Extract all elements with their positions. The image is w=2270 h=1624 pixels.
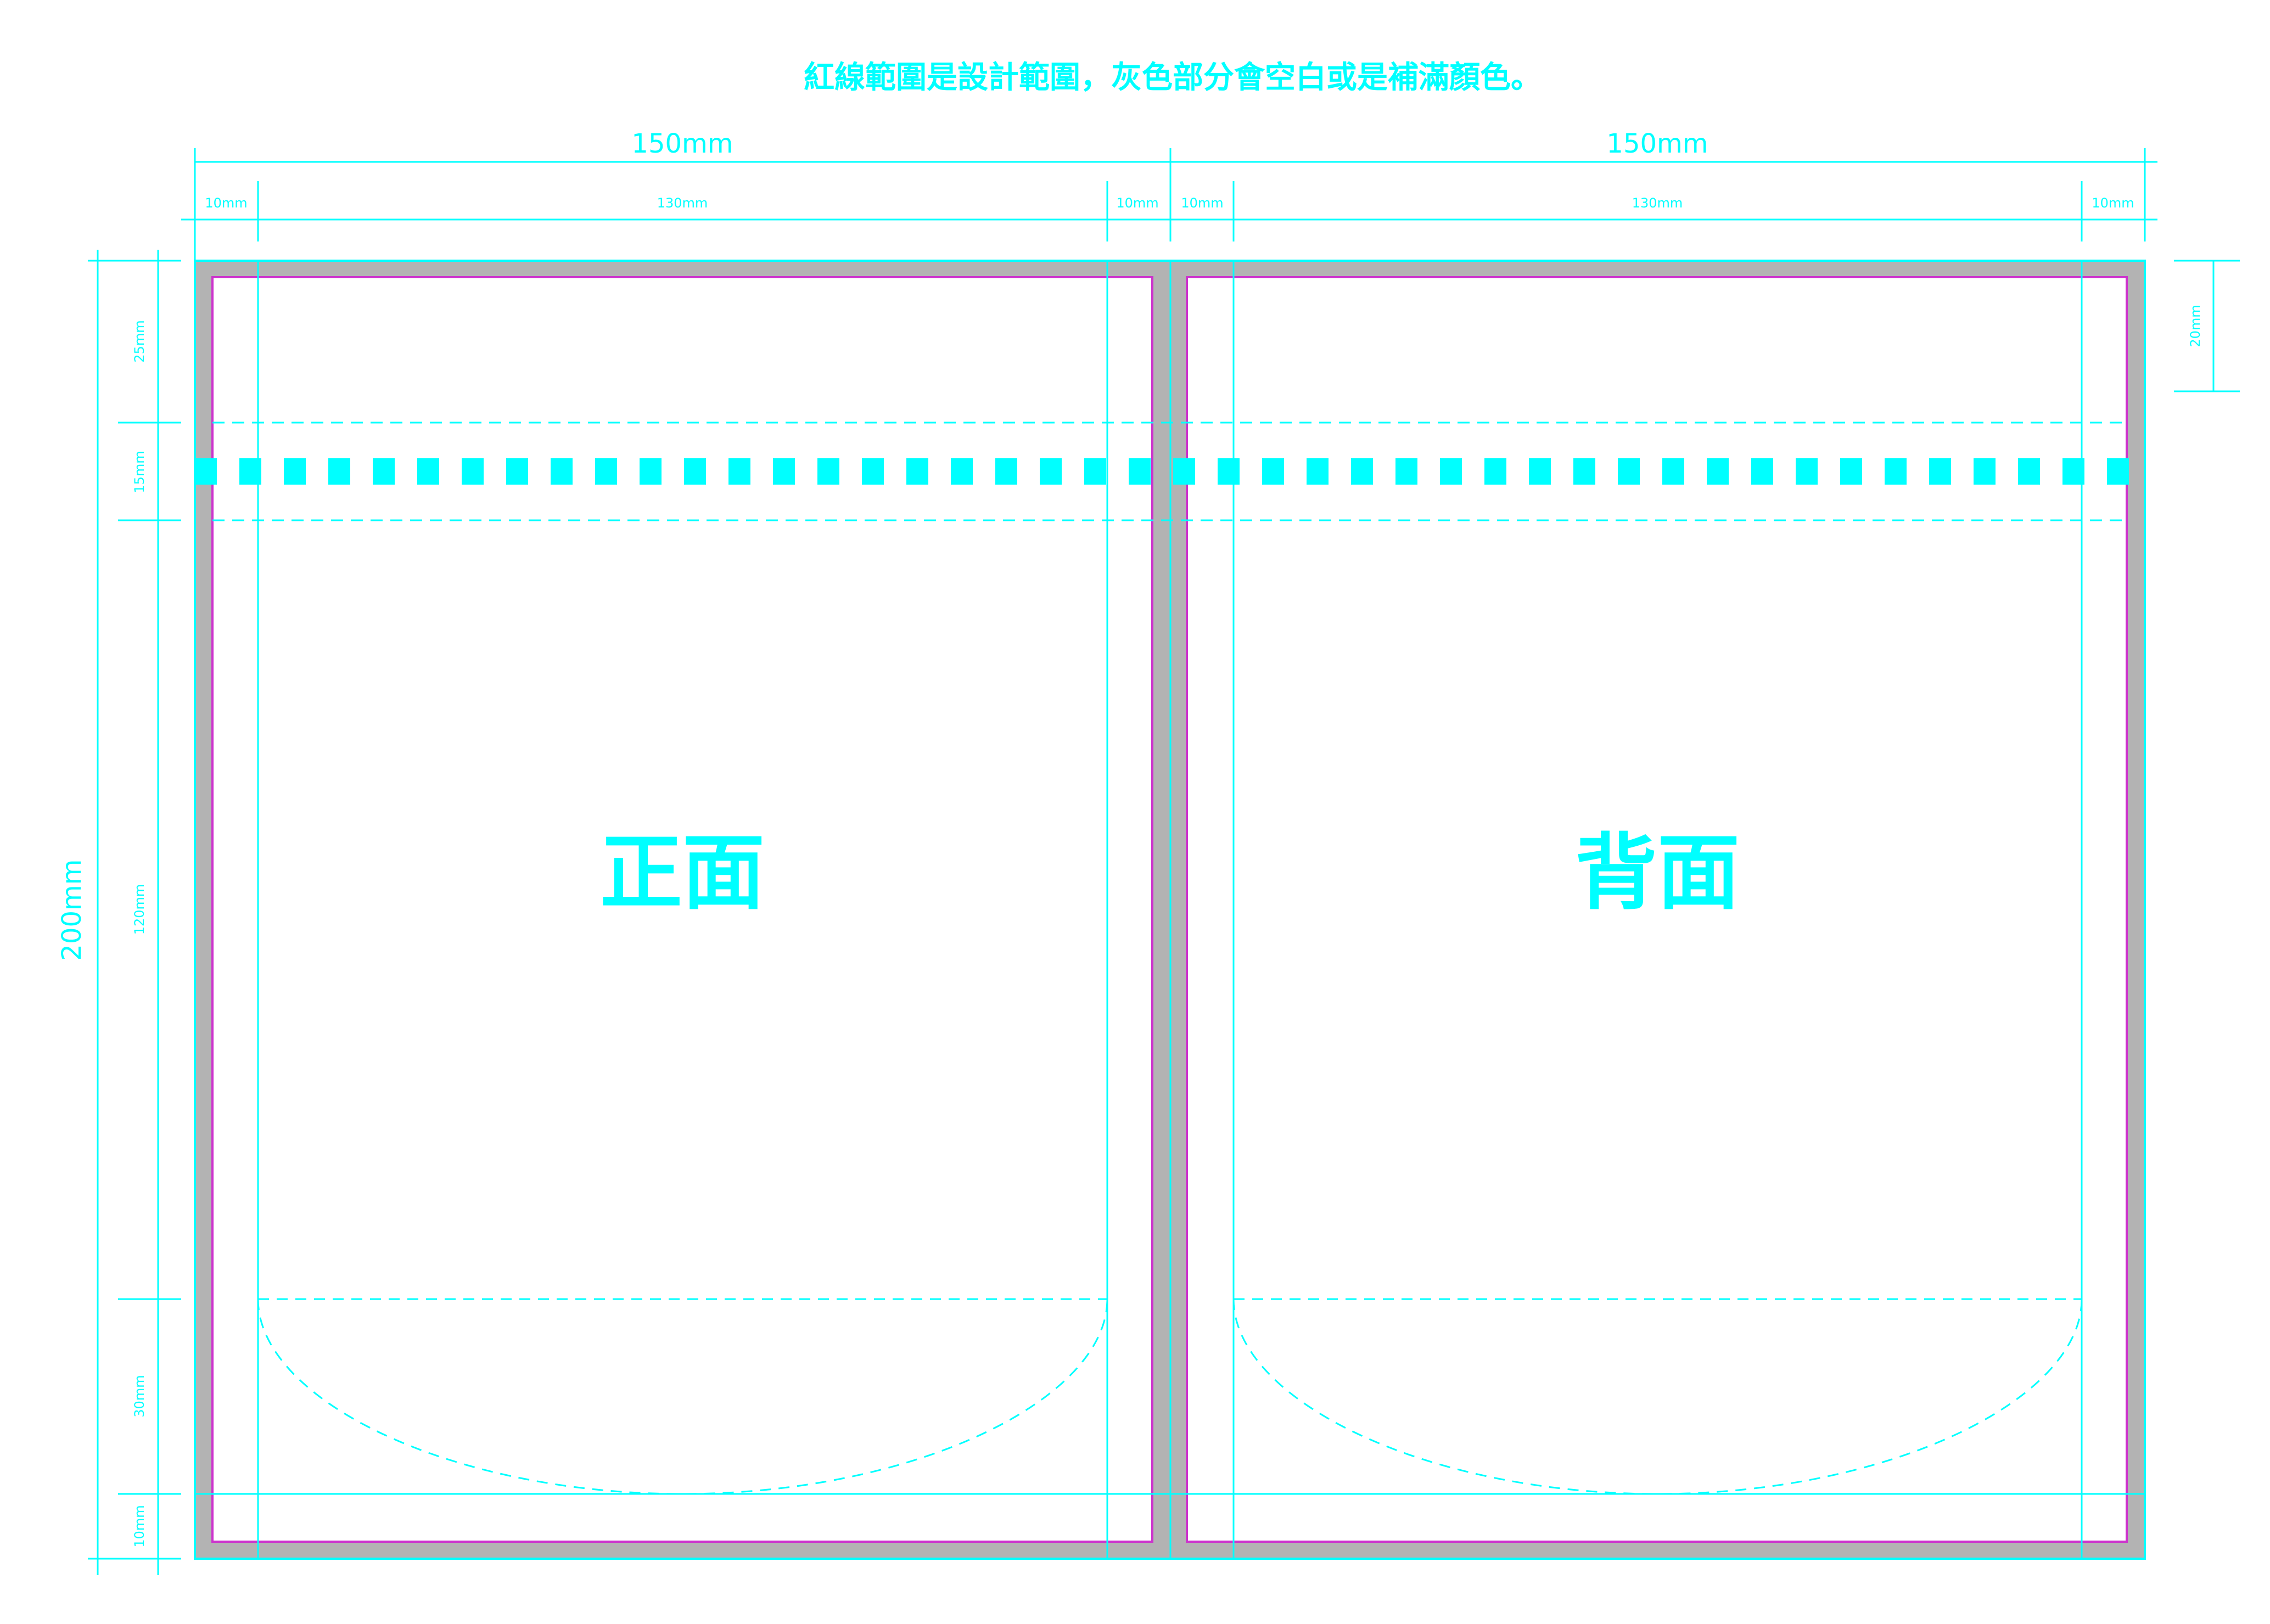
- panel-front-width-label: 150mm: [631, 128, 733, 159]
- zipper-guides: [212, 422, 2127, 521]
- height-segment-120mm: 120mm: [132, 884, 147, 935]
- right-dimension: [2174, 260, 2240, 392]
- height-segment-30mm: 30mm: [132, 1375, 147, 1417]
- front-panel-title: 正面: [600, 825, 765, 921]
- front-design-area: [211, 276, 1153, 1543]
- right-segment-20mm: 20mm: [2188, 305, 2203, 347]
- front-inner-width-label: 130mm: [657, 195, 708, 211]
- back-right-margin-label: 10mm: [2092, 195, 2134, 211]
- back-left-margin-label: 10mm: [1181, 195, 1223, 211]
- total-height-label: 200mm: [57, 859, 87, 960]
- notice-text: 紅線範圍是設計範圍，灰色部分會空白或是補滿顏色。: [804, 60, 1542, 95]
- front-right-margin-label: 10mm: [1116, 195, 1158, 211]
- back-inner-width-label: 130mm: [1632, 195, 1683, 211]
- front-left-margin-label: 10mm: [205, 195, 247, 211]
- back-design-area: [1186, 276, 2128, 1543]
- height-segment-10mm: 10mm: [132, 1505, 147, 1547]
- bottom-gusset-guides: [257, 1298, 2083, 1495]
- back-panel-title: 背面: [1575, 825, 1740, 921]
- height-segment-15mm: 15mm: [132, 451, 147, 493]
- left-dimensions: [88, 250, 181, 1575]
- panel-back-width-label: 150mm: [1606, 128, 1708, 159]
- height-segment-25mm: 25mm: [132, 320, 147, 362]
